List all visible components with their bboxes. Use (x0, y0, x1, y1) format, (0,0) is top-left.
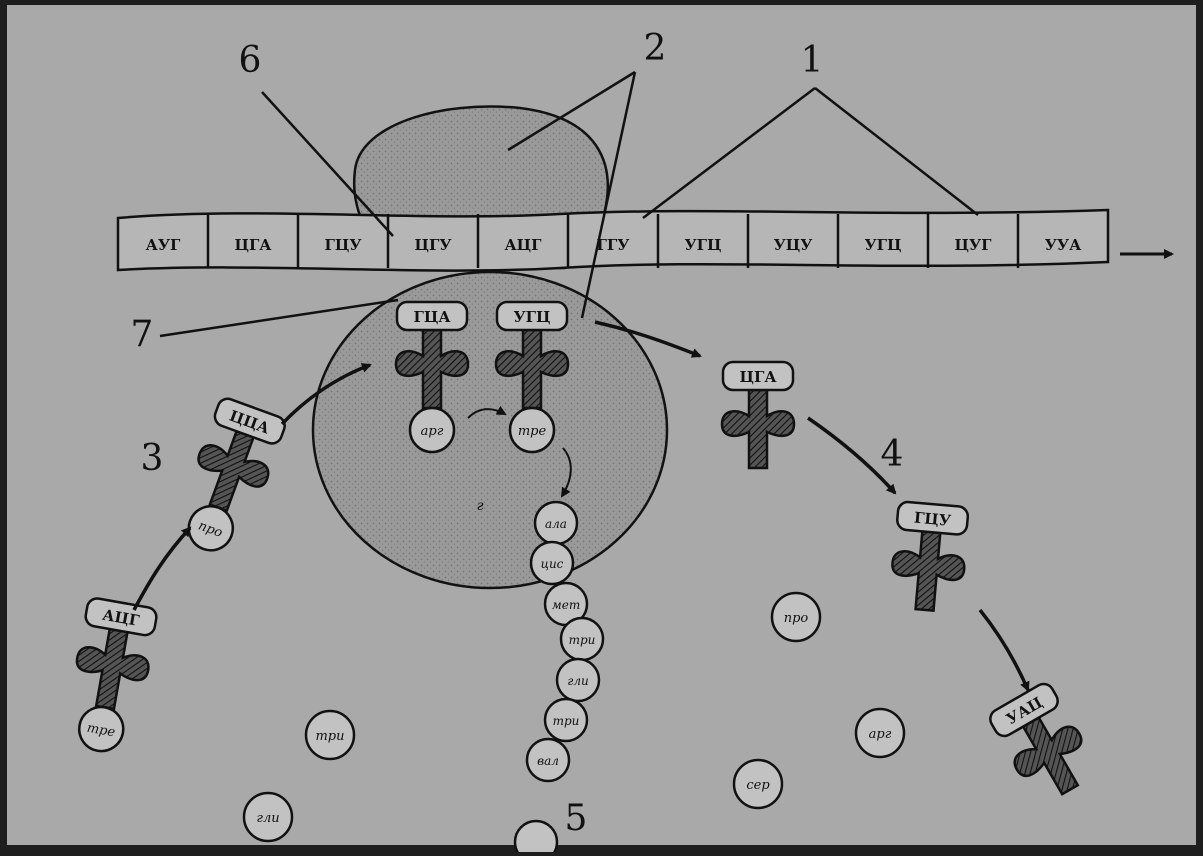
anticodon-label: ГЦА (413, 308, 451, 326)
anticodon-label: УГЦ (513, 308, 550, 326)
callout-3: 3 (141, 438, 164, 479)
chain-amino-acid-label: цис (541, 557, 564, 571)
ribosome-large-stipple (313, 272, 667, 588)
chain-amino-acid-label: ала (545, 517, 567, 531)
callout-2: 2 (644, 28, 667, 69)
codon-label: УЦУ (774, 236, 813, 254)
codon-label: ЦГУ (414, 236, 451, 254)
callout-6: 6 (239, 40, 262, 81)
codon-label: УУА (1045, 236, 1082, 254)
codon-label: ЦУГ (954, 236, 992, 254)
callout-4: 4 (881, 434, 904, 475)
codon-label: ЦГА (234, 236, 272, 254)
free-amino-acid-label: арг (869, 727, 892, 742)
chain-amino-acid-label: мет (552, 598, 580, 612)
chain-amino-acid-label: три (569, 633, 596, 647)
codon-label: ГЦУ (324, 236, 361, 254)
free-amino-acid-label: гли (256, 811, 279, 826)
codon-label: УГЦ (684, 236, 721, 254)
codon-label: ГГУ (597, 236, 630, 254)
chain-amino-acid-partial (515, 821, 557, 852)
free-amino-acid-label: про (784, 611, 809, 626)
chain-amino-acid-label: вал (537, 754, 559, 768)
callout-1: 1 (801, 40, 824, 81)
ribosome-mark: г (476, 498, 483, 514)
amino-acid-label: арг (421, 424, 444, 439)
chain-amino-acid-label: три (553, 714, 580, 728)
amino-acid-label: тре (518, 424, 547, 439)
codon-label: УГЦ (864, 236, 901, 254)
anticodon-label: ЦГА (739, 368, 777, 386)
free-amino-acid-label: три (315, 729, 344, 744)
codon-label: АЦГ (504, 236, 542, 254)
callout-5: 5 (565, 798, 588, 839)
chain-amino-acid-label: гли (567, 674, 588, 688)
anticodon-label: ГЦУ (913, 509, 951, 530)
callout-7: 7 (131, 314, 154, 355)
free-amino-acid-label: сер (746, 778, 770, 793)
codon-label: АУГ (146, 236, 181, 254)
